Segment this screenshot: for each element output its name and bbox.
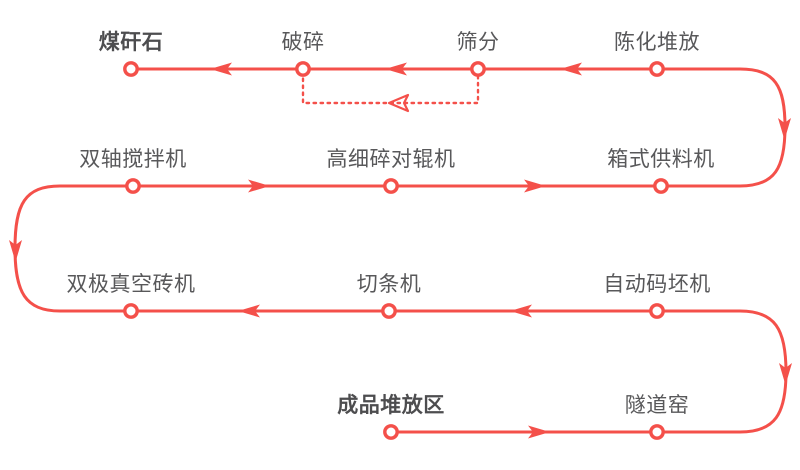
node-marker[interactable] [653,178,669,194]
node-marker[interactable] [381,303,397,319]
node-label-dual-stage-vacuum-extruder: 双极真空砖机 [66,272,196,296]
node-label-screening: 筛分 [456,30,500,54]
node-label-aging-stacking: 陈化堆放 [614,30,700,54]
uturn-right-bottom [739,309,788,434]
node-label-coal-gangue: 煤矸石 [98,30,164,54]
node-label-tunnel-kiln: 隧道窑 [624,393,690,417]
node-label-box-feeder: 箱式供料机 [607,147,715,171]
arrowhead-right-1 [210,62,232,76]
arrowhead-down-3 [779,363,792,385]
node-marker[interactable] [383,178,399,194]
arrowhead-left-1 [524,179,546,193]
node-marker[interactable] [383,424,399,440]
flow-arrowheads [9,62,792,439]
uturn-right-top [739,67,787,188]
feedback-loop [301,67,480,113]
node-marker[interactable] [649,303,665,319]
node-label-fine-roller-crusher: 高细碎对辊机 [326,147,456,171]
arrowhead-left-2 [248,179,270,193]
node-marker[interactable] [123,303,139,319]
node-marker[interactable] [295,61,311,77]
node-marker[interactable] [649,424,665,440]
arrowhead-right-2 [385,62,407,76]
process-nodes [123,61,669,440]
node-marker[interactable] [649,61,665,77]
node-label-twin-shaft-mixer: 双轴搅拌机 [79,147,187,171]
node-label-strip-cutter: 切条机 [356,272,422,296]
node-marker[interactable] [123,61,139,77]
node-label-auto-stacker: 自动码坯机 [603,272,711,296]
feedback-loop-path [301,67,480,105]
uturn-left [13,184,61,313]
arrowhead-right-3 [560,62,582,76]
pipeline-track [13,67,788,434]
arrowhead-down-2 [9,240,22,262]
node-marker[interactable] [470,61,486,77]
arrowhead-right-5 [510,304,532,318]
arrowhead-down-1 [778,118,791,140]
feedback-arrowhead [387,93,410,113]
arrowhead-left-3 [528,425,550,439]
node-marker[interactable] [125,178,141,194]
node-label-crushing: 破碎 [281,30,325,54]
node-label-finished-product-yard: 成品堆放区 [337,393,445,417]
arrowhead-right-4 [238,304,260,318]
